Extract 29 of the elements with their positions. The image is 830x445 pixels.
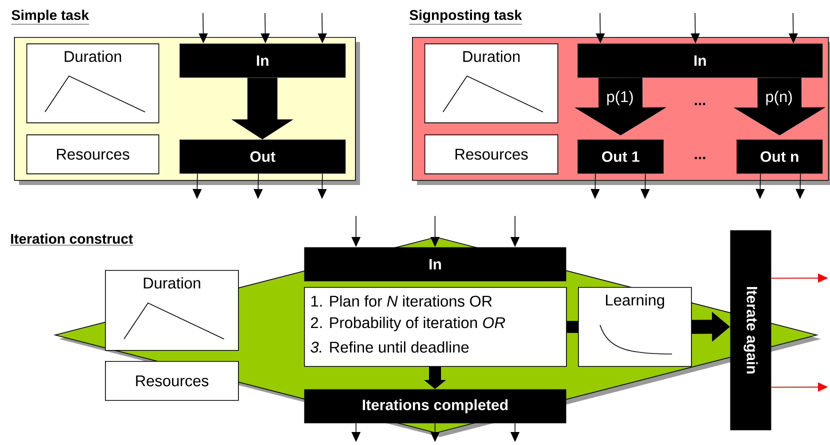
output-bar: Out <box>180 140 346 174</box>
connector-bar <box>566 320 578 333</box>
duration-box: Duration <box>26 43 160 124</box>
resources-box: Resources <box>105 361 239 401</box>
node-label: Simple task <box>12 10 90 23</box>
block-arrow <box>574 78 666 136</box>
output-bar: Iterations completed <box>304 389 566 424</box>
duration-box: Duration <box>105 270 239 351</box>
block-arrow <box>734 78 826 136</box>
ellipsis: ... <box>694 156 706 160</box>
options-box: 1. Plan for N iterations OR 2. Probability of iteration OR 3. Refine until deadline <box>304 287 567 367</box>
input-bar: In <box>304 247 566 282</box>
block-arrow <box>692 312 730 342</box>
node-label: Iteration construct <box>11 234 133 244</box>
resources-box: Resources <box>424 134 558 174</box>
iterate-bar: Iterate again <box>730 230 772 430</box>
node-label: Signposting task <box>410 10 522 23</box>
output-bar: Out n <box>736 140 823 174</box>
block-arrow <box>424 366 446 389</box>
ellipsis: ... <box>694 102 706 106</box>
input-bar: In <box>578 44 823 78</box>
block-arrow <box>231 78 294 140</box>
learning-box: Learning <box>578 287 692 367</box>
resources-box: Resources <box>26 134 160 174</box>
input-bar: In <box>180 44 346 78</box>
output-bar: Out 1 <box>578 140 664 174</box>
duration-box: Duration <box>424 43 558 124</box>
edge-label: p(1) <box>607 90 633 106</box>
edge-label: p(n) <box>766 90 792 106</box>
